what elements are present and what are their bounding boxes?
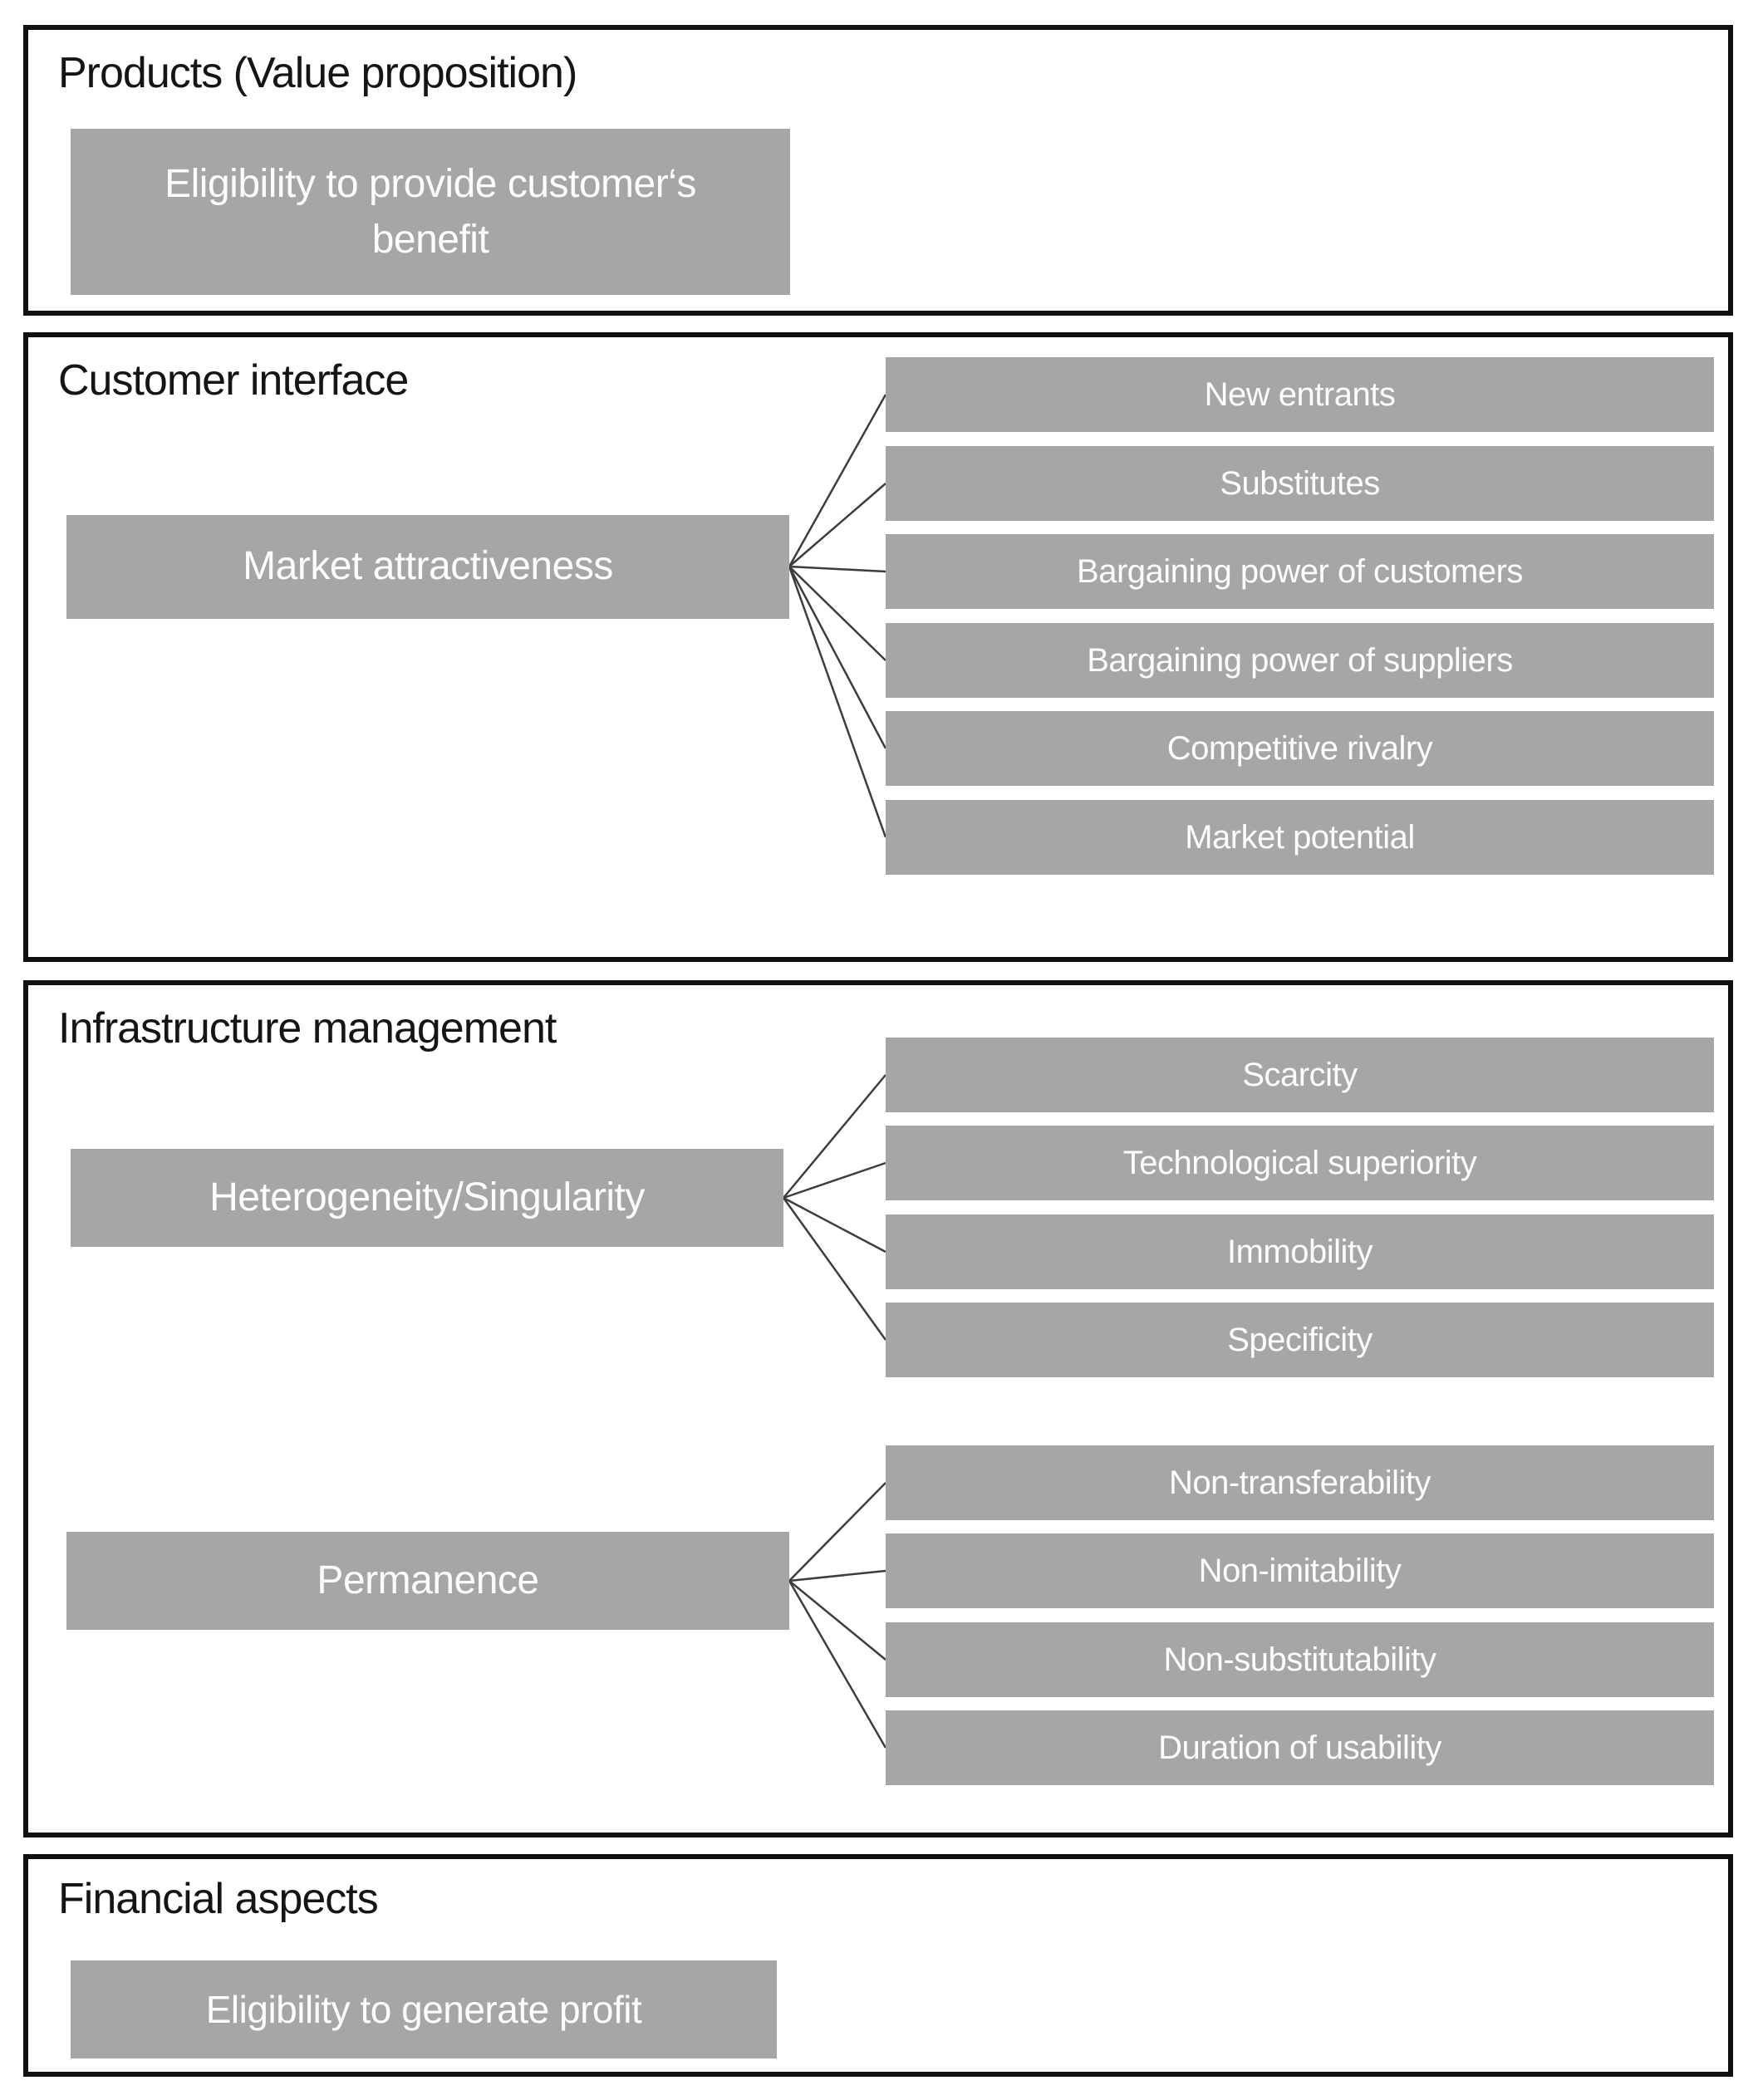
box-bargaining-power-customers: Bargaining power of customers xyxy=(886,534,1714,609)
market-attractiveness-label: Market attractiveness xyxy=(243,544,613,589)
box-label: New entrants xyxy=(1204,376,1396,413)
box-label: Immobility xyxy=(1226,1234,1373,1270)
box-scarcity: Scarcity xyxy=(886,1038,1714,1112)
connector-line xyxy=(788,566,886,661)
connector-line xyxy=(788,565,886,573)
box-competitive-rivalry: Competitive rivalry xyxy=(886,711,1714,786)
section-products: Products (Value proposition) Eligibility… xyxy=(23,25,1733,316)
box-label: Market potential xyxy=(1185,819,1415,856)
eligibility-benefit-label: Eligibility to provide customer‘s benefi… xyxy=(165,161,696,262)
box-label: Specificity xyxy=(1227,1322,1373,1358)
connector-line xyxy=(782,1197,887,1341)
box-label: Non-imitability xyxy=(1198,1553,1402,1589)
box-label: Technological superiority xyxy=(1122,1145,1477,1181)
box-duration-of-usability: Duration of usability xyxy=(886,1710,1714,1785)
box-label: Competitive rivalry xyxy=(1166,730,1433,767)
infrastructure-connectors xyxy=(782,1074,887,1749)
permanence-box: Permanence xyxy=(66,1532,789,1630)
connector-line xyxy=(788,566,887,749)
box-technological-superiority: Technological superiority xyxy=(886,1126,1714,1200)
box-non-imitability: Non-imitability xyxy=(886,1533,1714,1608)
heterogeneity-singularity-label: Heterogeneity/Singularity xyxy=(209,1175,645,1219)
connector-line xyxy=(788,394,887,567)
box-non-substitutability: Non-substitutability xyxy=(886,1622,1714,1697)
permanence-label: Permanence xyxy=(317,1558,539,1602)
connector-line xyxy=(788,1482,886,1582)
box-label: Non-substitutability xyxy=(1163,1641,1436,1678)
section-infrastructure-management: Infrastructure management Heterogeneity/… xyxy=(23,980,1733,1838)
section-products-title: Products (Value proposition) xyxy=(58,49,577,97)
connector-line xyxy=(788,1580,887,1749)
eligibility-benefit-box: Eligibility to provide customer‘s benefi… xyxy=(71,129,790,295)
heterogeneity-singularity-box: Heterogeneity/Singularity xyxy=(71,1149,783,1247)
section-customer-interface-title: Customer interface xyxy=(58,356,409,405)
connector-line xyxy=(788,1569,886,1582)
connector-line xyxy=(783,1196,886,1254)
eligibility-profit-label: Eligibility to generate profit xyxy=(205,1988,642,2031)
market-attractiveness-box: Market attractiveness xyxy=(66,515,789,619)
connector-line xyxy=(783,1074,886,1199)
box-label: Bargaining power of suppliers xyxy=(1087,642,1513,679)
box-label: Scarcity xyxy=(1242,1057,1358,1093)
box-market-potential: Market potential xyxy=(886,800,1714,875)
box-label: Non-transferability xyxy=(1168,1465,1431,1501)
box-specificity: Specificity xyxy=(886,1303,1714,1377)
section-infrastructure-management-title: Infrastructure management xyxy=(58,1004,557,1052)
box-immobility: Immobility xyxy=(886,1214,1714,1289)
eligibility-profit-box: Eligibility to generate profit xyxy=(71,1960,777,2058)
box-label: Substitutes xyxy=(1220,465,1380,502)
section-financial-aspects-title: Financial aspects xyxy=(58,1875,379,1923)
connector-line xyxy=(788,566,887,838)
box-label: Duration of usability xyxy=(1158,1730,1441,1766)
section-customer-interface: Customer interface Market attractiveness… xyxy=(23,332,1733,962)
box-non-transferability: Non-transferability xyxy=(886,1445,1714,1520)
connector-line xyxy=(788,483,886,567)
box-bargaining-power-suppliers: Bargaining power of suppliers xyxy=(886,623,1714,698)
box-label: Bargaining power of customers xyxy=(1077,553,1523,590)
box-substitutes: Substitutes xyxy=(886,446,1714,521)
box-new-entrants: New entrants xyxy=(886,357,1714,432)
connector-line xyxy=(788,1580,886,1661)
section-financial-aspects: Financial aspects Eligibility to generat… xyxy=(23,1854,1733,2077)
connector-line xyxy=(783,1161,886,1200)
